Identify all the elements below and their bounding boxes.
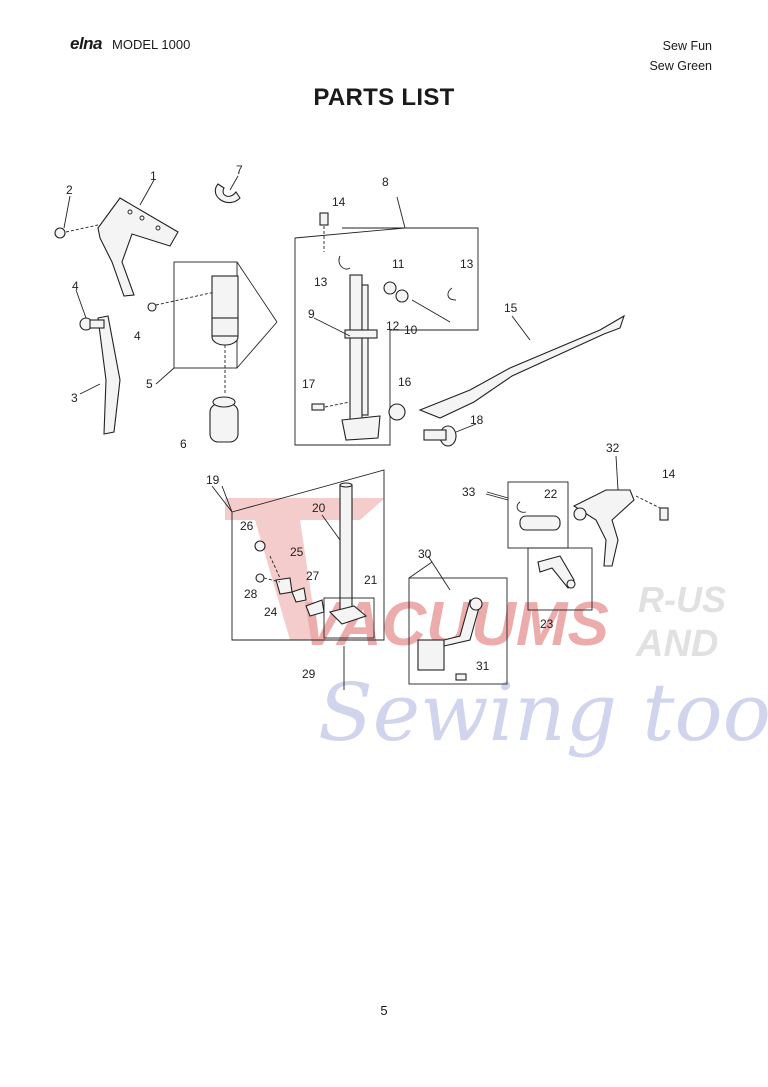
callout-28: 28	[244, 587, 258, 601]
variant-sew-fun: Sew Fun	[662, 39, 712, 53]
callout-26: 26	[240, 519, 254, 533]
callout-23: 23	[540, 617, 554, 631]
callout-24: 24	[264, 605, 278, 619]
callout-9: 9	[308, 307, 315, 321]
callout-29: 29	[302, 667, 316, 681]
page-title: PARTS LIST	[313, 84, 455, 111]
part-13-clips	[338, 255, 457, 301]
callout-31: 31	[476, 659, 490, 673]
part-23-crank	[537, 555, 576, 589]
part-11-12-washers	[383, 281, 409, 303]
callout-25: 25	[290, 545, 304, 559]
part-18-thumbscrew	[423, 425, 457, 447]
callout-7: 7	[236, 163, 243, 177]
part-22-clip	[516, 501, 527, 513]
callout-20: 20	[312, 501, 326, 515]
part-21-box	[323, 597, 375, 639]
callout-22: 22	[544, 487, 558, 501]
part-8-group-outline	[294, 227, 479, 446]
part-6-bobbin-case	[209, 396, 239, 443]
page-number: 5	[380, 1003, 388, 1018]
watermark-v-shape	[225, 498, 385, 640]
callout-15: 15	[504, 301, 518, 315]
part-14-setscrew	[319, 212, 329, 252]
variant-sew-green: Sew Green	[649, 59, 712, 73]
part-19-group-outline	[231, 469, 385, 641]
part-31-screw	[455, 673, 467, 681]
callout-16: 16	[398, 375, 412, 389]
leader-lines	[63, 175, 619, 591]
callout-14a: 14	[332, 195, 346, 209]
callout-30: 30	[418, 547, 432, 561]
callout-18: 18	[470, 413, 484, 427]
part-3-lever	[97, 315, 121, 435]
callout-19: 19	[206, 473, 220, 487]
watermark-line2: Sewing too	[318, 666, 768, 759]
callout-21: 21	[364, 573, 378, 587]
callout-4b: 4	[134, 329, 141, 343]
model-name: MODEL 1000	[112, 37, 191, 52]
part-15-arm	[418, 314, 625, 419]
brand-header: elna MODEL 1000	[70, 34, 190, 54]
part-28-screw	[255, 573, 281, 583]
part-1-bracket	[97, 197, 179, 297]
part-5-holder	[211, 275, 239, 346]
part-14b-setscrew	[635, 495, 669, 521]
brand-logo: elna	[70, 34, 103, 53]
part-21-clamp	[328, 605, 368, 625]
callout-12: 12	[386, 319, 400, 333]
part-2-screw	[54, 224, 99, 239]
callout-2: 2	[66, 183, 73, 197]
part-32-bracket	[572, 489, 635, 567]
model-variants: Sew Fun Sew Green	[649, 36, 712, 76]
part-16-washer	[388, 403, 406, 421]
part-33-pin	[519, 515, 561, 531]
callout-11: 11	[392, 257, 405, 271]
callout-27: 27	[306, 569, 320, 583]
callout-8: 8	[382, 175, 389, 189]
part-26-screw	[254, 540, 266, 552]
callout-33: 33	[462, 485, 476, 499]
callout-numbers: 1 2 3 4 4 5 6 7 8 9 10 11 12 13 13 13 14…	[66, 163, 676, 681]
part-10-shaft	[411, 299, 451, 323]
callout-4a: 4	[72, 279, 79, 293]
callout-6: 6	[180, 437, 187, 451]
callout-1: 1	[150, 169, 157, 183]
watermark-suffix-bottom: AND	[635, 623, 718, 665]
part-4-screws	[79, 291, 216, 331]
part-30-link	[417, 597, 483, 671]
part-7-clip	[214, 183, 241, 204]
callout-13a: 13	[314, 275, 328, 289]
watermark: VACUUMS R-US AND Sewing too	[225, 498, 768, 759]
part-23-box	[527, 547, 593, 611]
callout-32: 32	[606, 441, 620, 455]
part-9-needle-bar-support	[341, 274, 381, 441]
callout-5: 5	[146, 377, 153, 391]
part-17-screw	[311, 401, 351, 411]
part-33-box	[507, 481, 569, 549]
callout-3: 3	[71, 391, 78, 405]
callout-14b: 14	[662, 467, 676, 481]
part-30-box	[408, 577, 508, 685]
part-20-needle-bar	[339, 482, 353, 616]
callout-10: 10	[404, 323, 418, 337]
callout-13b: 13	[460, 257, 474, 271]
watermark-suffix-top: R-US	[638, 579, 726, 620]
callout-17: 17	[302, 377, 316, 391]
